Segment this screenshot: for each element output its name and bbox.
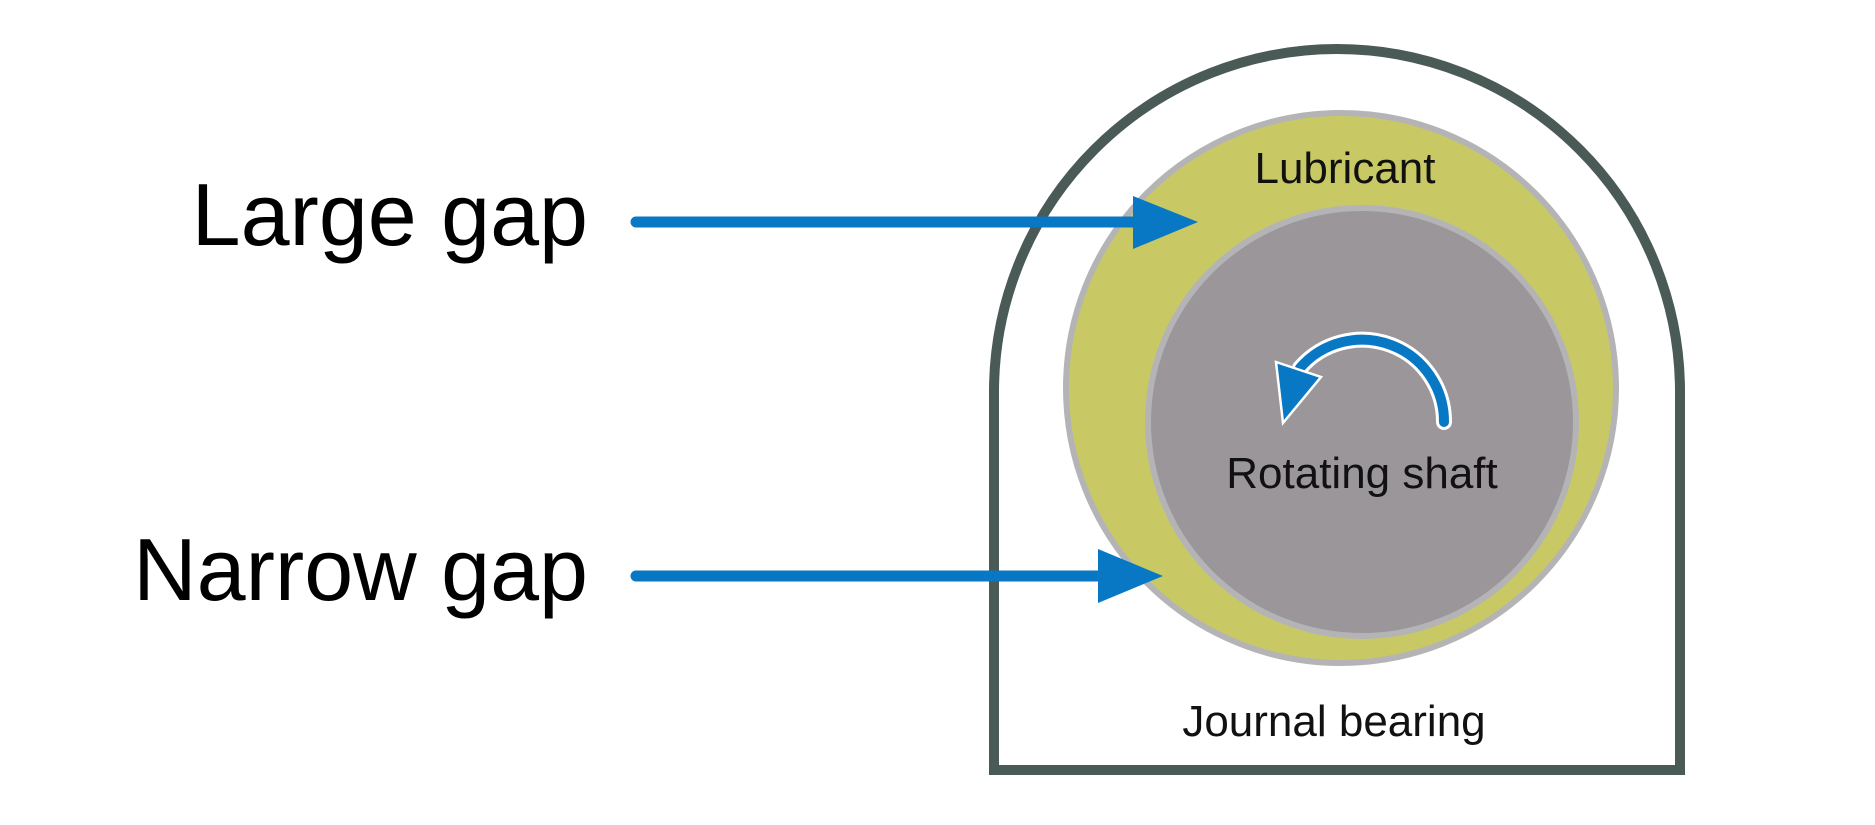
narrow-gap-label: Narrow gap xyxy=(133,520,588,619)
large-gap-arrow xyxy=(630,196,1198,249)
rotating-shaft xyxy=(1145,205,1579,639)
large-gap-label: Large gap xyxy=(192,165,588,264)
narrow-gap-arrow xyxy=(630,549,1163,603)
journal-bearing-label: Journal bearing xyxy=(1182,697,1485,746)
rotating-shaft-label: Rotating shaft xyxy=(1226,449,1498,498)
lubricant-label: Lubricant xyxy=(1254,144,1435,193)
counterclockwise-arrow-icon xyxy=(1274,331,1453,430)
